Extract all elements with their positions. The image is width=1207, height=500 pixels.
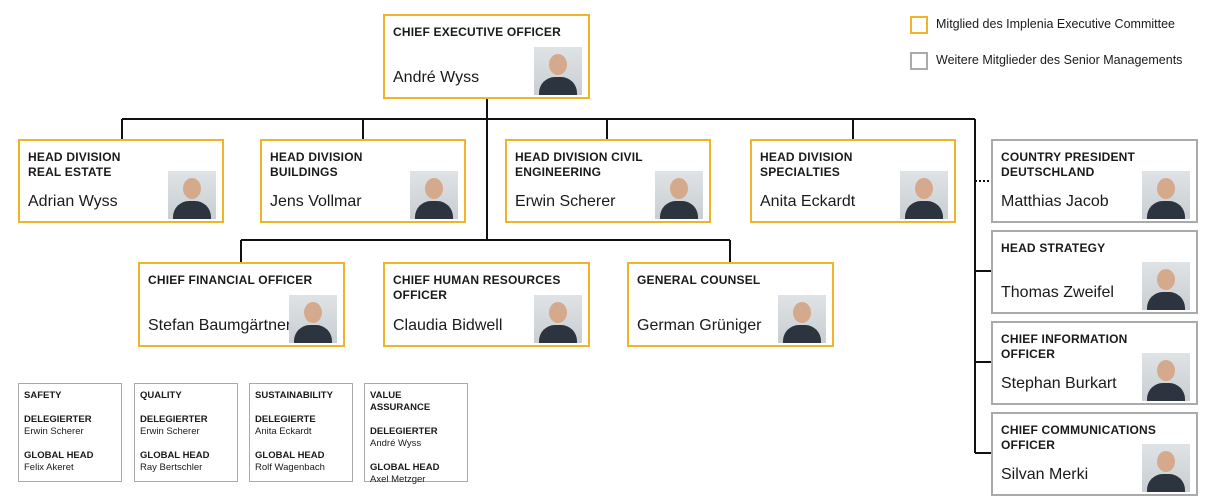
global-head-name: Ray Bertschler (140, 462, 203, 473)
delegate-name: Erwin Scherer (24, 426, 84, 437)
role: COUNTRY PRESIDENT DEUTSCHLAND (1001, 150, 1136, 179)
global-head-name: Felix Akeret (24, 462, 74, 473)
role: HEAD DIVISION SPECIALTIES (760, 150, 853, 179)
role: CHIEF EXECUTIVE OFFICER (393, 25, 561, 39)
person-name: Thomas Zweifel (1001, 284, 1114, 301)
global-head-label: GLOBAL HEAD (255, 450, 325, 461)
portrait-photo (534, 47, 582, 95)
role: HEAD DIVISION REAL ESTATE (28, 150, 121, 179)
portrait-photo (1142, 353, 1190, 401)
portrait-photo (534, 295, 582, 343)
delegate-label: DELEGIERTER (370, 426, 438, 437)
delegate-name: Erwin Scherer (140, 426, 200, 437)
portrait-photo (1142, 444, 1190, 492)
portrait-photo (1142, 262, 1190, 310)
org-box-division: HEAD DIVISION BUILDINGS Jens Vollmar (260, 139, 466, 223)
org-box-senior: CHIEF COMMUNICATIONS OFFICER Silvan Merki (991, 412, 1198, 496)
role: HEAD DIVISION CIVIL ENGINEERING (515, 150, 643, 179)
portrait-photo (778, 295, 826, 343)
org-box-division: HEAD DIVISION CIVIL ENGINEERING Erwin Sch… (505, 139, 711, 223)
person-name: Claudia Bidwell (393, 317, 503, 334)
person-name: Jens Vollmar (270, 193, 362, 210)
committee-title: SUSTAINABILITY (255, 390, 333, 401)
portrait-photo (1142, 171, 1190, 219)
global-head-label: GLOBAL HEAD (24, 450, 94, 461)
person-name: André Wyss (393, 69, 480, 86)
delegate-name: Anita Eckardt (255, 426, 312, 437)
committee-title: VALUE ASSURANCE (370, 390, 431, 413)
role: CHIEF COMMUNICATIONS OFFICER (1001, 423, 1157, 452)
org-box-division: HEAD DIVISION SPECIALTIES Anita Eckardt (750, 139, 956, 223)
org-box-function: CHIEF HUMAN RESOURCES OFFICER Claudia Bid… (383, 262, 590, 347)
delegate-name: André Wyss (370, 438, 422, 449)
global-head-label: GLOBAL HEAD (370, 462, 440, 473)
global-head-name: Rolf Wagenbach (255, 462, 325, 473)
role: CHIEF HUMAN RESOURCES OFFICER (393, 273, 561, 302)
role: GENERAL COUNSEL (637, 273, 761, 287)
delegate-label: DELEGIERTER (140, 414, 208, 425)
org-box-senior: HEAD STRATEGY Thomas Zweifel (991, 230, 1198, 314)
person-name: Anita Eckardt (760, 193, 856, 210)
committee-title: QUALITY (140, 390, 182, 401)
portrait-photo (168, 171, 216, 219)
person-name: Adrian Wyss (28, 193, 118, 210)
org-box-senior: COUNTRY PRESIDENT DEUTSCHLAND Matthias Ja… (991, 139, 1198, 223)
portrait-photo (655, 171, 703, 219)
delegate-label: DELEGIERTER (24, 414, 92, 425)
legend-exec-label: Mitglied des Implenia Executive Committe… (936, 17, 1175, 31)
legend-exec-swatch (910, 16, 928, 34)
role: HEAD DIVISION BUILDINGS (270, 150, 363, 179)
legend-senior-label: Weitere Mitglieder des Senior Management… (936, 53, 1183, 67)
person-name: Stephan Burkart (1001, 375, 1117, 392)
portrait-photo (900, 171, 948, 219)
org-box-function: GENERAL COUNSEL German Grüniger (627, 262, 834, 347)
person-name: Matthias Jacob (1001, 193, 1109, 210)
global-head-label: GLOBAL HEAD (140, 450, 210, 461)
org-box-function: CHIEF FINANCIAL OFFICER Stefan Baumgärtne… (138, 262, 345, 347)
person-name: Silvan Merki (1001, 466, 1089, 483)
role: HEAD STRATEGY (1001, 241, 1106, 255)
portrait-photo (410, 171, 458, 219)
delegate-label: DELEGIERTE (255, 414, 316, 425)
legend-senior-swatch (910, 52, 928, 70)
person-name: German Grüniger (637, 317, 762, 334)
role: CHIEF FINANCIAL OFFICER (148, 273, 313, 287)
global-head-name: Axel Metzger (370, 474, 426, 485)
person-name: Erwin Scherer (515, 193, 616, 210)
org-box-senior: CHIEF INFORMATION OFFICER Stephan Burkart (991, 321, 1198, 405)
org-box-ceo: CHIEF EXECUTIVE OFFICER André Wyss (383, 14, 590, 99)
person-name: Stefan Baumgärtner (148, 317, 292, 334)
org-box-division: HEAD DIVISION REAL ESTATE Adrian Wyss (18, 139, 224, 223)
role: CHIEF INFORMATION OFFICER (1001, 332, 1128, 361)
portrait-photo (289, 295, 337, 343)
committee-title: SAFETY (24, 390, 62, 401)
